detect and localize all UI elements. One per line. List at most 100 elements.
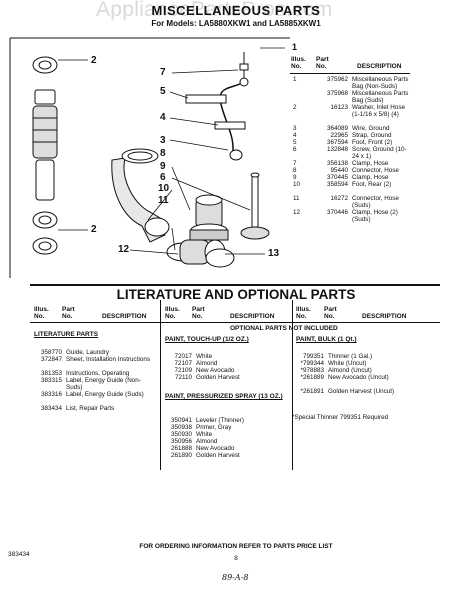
spray-row-part: 350938 — [170, 424, 192, 431]
front-foot-drawing — [189, 194, 229, 241]
misc-row-part: 358594 — [326, 181, 348, 188]
misc-row-illus: 10 — [293, 181, 301, 188]
misc-row-illus: 12 — [293, 209, 301, 216]
lit-header-illus-3: Illus. No. — [296, 306, 311, 320]
bulk-row-part: *261891 — [300, 388, 324, 395]
lit-header-desc-2: DESCRIPTION — [230, 313, 275, 320]
misc-row-part: 132848 — [326, 146, 348, 153]
touchup-row-desc: White — [196, 353, 213, 360]
spray-row-part: 350956 — [170, 438, 192, 445]
callout-13: 13 — [268, 248, 280, 259]
literature-row-part: 383434 — [40, 405, 62, 412]
misc-row-part: 375962 — [326, 76, 348, 83]
bulk-row-part: 799351 — [302, 353, 324, 360]
literature-heading: LITERATURE PARTS — [34, 331, 99, 338]
misc-row-part: 95440 — [330, 167, 348, 174]
models-subtitle: For Models: LA5880XKW1 and LA5885XKW1 — [151, 19, 321, 28]
elbow-hose-drawing — [111, 148, 235, 268]
misc-header-illus: Illus. No. — [291, 56, 306, 70]
spray-row-part: 261888 — [170, 445, 192, 452]
touchup-row-part: 72017 — [174, 353, 192, 360]
callout-4: 4 — [160, 112, 166, 123]
misc-header-part: Part No. — [316, 56, 329, 70]
callout-2-top: 2 — [91, 55, 97, 66]
misc-row-desc: Connector, Hose (Suds) — [352, 195, 399, 209]
callout-6: 6 — [160, 172, 166, 183]
rear-foot-drawing — [240, 172, 270, 240]
literature-row-part: 383316 — [40, 391, 62, 398]
bulk-row-desc: Golden Harvest (Uncut) — [328, 388, 395, 395]
misc-row-illus: 6 — [293, 146, 297, 153]
literature-row-desc: List, Repair Parts — [66, 405, 115, 412]
spray-heading: PAINT, PRESSURIZED SPRAY (13 OZ.) — [165, 393, 283, 400]
literature-row-part: 358770 — [40, 349, 62, 356]
misc-row-illus: 5 — [293, 139, 297, 146]
column-divider-2 — [292, 300, 293, 470]
literature-row-desc: Instructions, Operating — [66, 370, 130, 377]
callout-11: 11 — [158, 195, 169, 206]
literature-row-part: 383315 — [40, 377, 62, 384]
literature-row-desc: Guide, Laundry — [66, 349, 110, 356]
misc-row-illus: 1 — [293, 76, 297, 83]
misc-row-desc: Miscellaneous Parts Bag (Non-Suds) — [352, 76, 409, 90]
spray-row-desc: Primer, Gray — [196, 424, 232, 431]
column-divider-1 — [160, 300, 161, 470]
misc-row-desc: Screw, Ground (10-24 x 1) — [352, 146, 407, 160]
lit-header-part-2: Part No. — [192, 306, 205, 320]
misc-row-illus: 7 — [293, 160, 297, 167]
misc-row-desc: Wire, Ground — [352, 125, 390, 132]
parts-diagram — [9, 37, 290, 278]
misc-row-desc: Miscellaneous Parts Bag (Suds) — [352, 90, 409, 104]
bulk-note: *Special Thinner 799351 Required — [292, 414, 389, 421]
literature-row-desc: Sheet, Installation Instructions — [66, 356, 151, 363]
touchup-heading: PAINT, TOUCH-UP (1/2 OZ.) — [165, 336, 249, 343]
page-number: 8 — [234, 555, 238, 562]
misc-row-desc: Strap, Ground — [352, 132, 392, 139]
misc-row-desc: Foot, Front (2) — [352, 139, 393, 146]
spray-row-desc: White — [196, 431, 213, 438]
bulk-row-desc: New Avocado (Uncut) — [328, 374, 389, 381]
misc-row-desc: Connector, Hose — [352, 167, 399, 174]
section-rule-top — [30, 284, 440, 286]
misc-header-desc: DESCRIPTION — [357, 63, 402, 70]
lit-header-desc-3: DESCRIPTION — [362, 313, 407, 320]
lit-header-illus-2: Illus. No. — [165, 306, 180, 320]
literature-row-desc: Label, Energy Guide (Suds) — [66, 391, 144, 398]
bulk-row-desc: Thinner (1 Gal.) — [328, 353, 373, 360]
callout-1: 1 — [292, 42, 298, 52]
spray-row-desc: New Avocado — [196, 445, 235, 452]
callout-8: 8 — [160, 148, 166, 159]
misc-row-part: 375968 — [326, 90, 348, 97]
spray-row-part: 350930 — [170, 431, 192, 438]
misc-row-part: 16123 — [330, 104, 348, 111]
touchup-row-part: 72109 — [174, 367, 192, 374]
ordering-note: FOR ORDERING INFORMATION REFER TO PARTS … — [139, 543, 333, 550]
touchup-row-desc: Almond — [196, 360, 218, 367]
literature-title: LITERATURE AND OPTIONAL PARTS — [116, 287, 356, 302]
misc-row-part: 364089 — [326, 125, 348, 132]
bulk-row-desc: White (Uncut) — [328, 360, 367, 367]
misc-row-desc: Clamp, Hose — [352, 174, 389, 181]
misc-row-desc: Washer, Inlet Hose (1-1/16 x 5/8) (4) — [352, 104, 405, 118]
lit-header-rule — [30, 322, 440, 323]
misc-row-part: 370446 — [326, 209, 348, 216]
misc-row-part: 22965 — [330, 132, 348, 139]
misc-row-illus: 4 — [293, 132, 297, 139]
callout-10: 10 — [158, 183, 170, 194]
touchup-row-desc: New Avocado — [196, 367, 235, 374]
bulk-heading: PAINT, BULK (1 Qt.) — [296, 336, 357, 343]
misc-row-desc: Foot, Rear (2) — [352, 181, 392, 188]
misc-row-desc: Clamp, Hose — [352, 160, 389, 167]
page-title: MISCELLANEOUS PARTS — [151, 3, 321, 18]
misc-row-part: 370445 — [326, 174, 348, 181]
callout-12: 12 — [118, 244, 130, 255]
misc-row-desc: Clamp, Hose (2) (Suds) — [352, 209, 398, 223]
spray-row-desc: Almond — [196, 438, 218, 445]
callout-2-bottom: 2 — [91, 224, 97, 235]
lit-header-part-1: Part No. — [62, 306, 75, 320]
misc-row-part: 16272 — [330, 195, 348, 202]
callout-3: 3 — [160, 135, 166, 146]
misc-row-illus: 11 — [293, 195, 300, 202]
optional-note: OPTIONAL PARTS NOT INCLUDED — [230, 325, 338, 332]
lit-header-part-3: Part No. — [324, 306, 337, 320]
